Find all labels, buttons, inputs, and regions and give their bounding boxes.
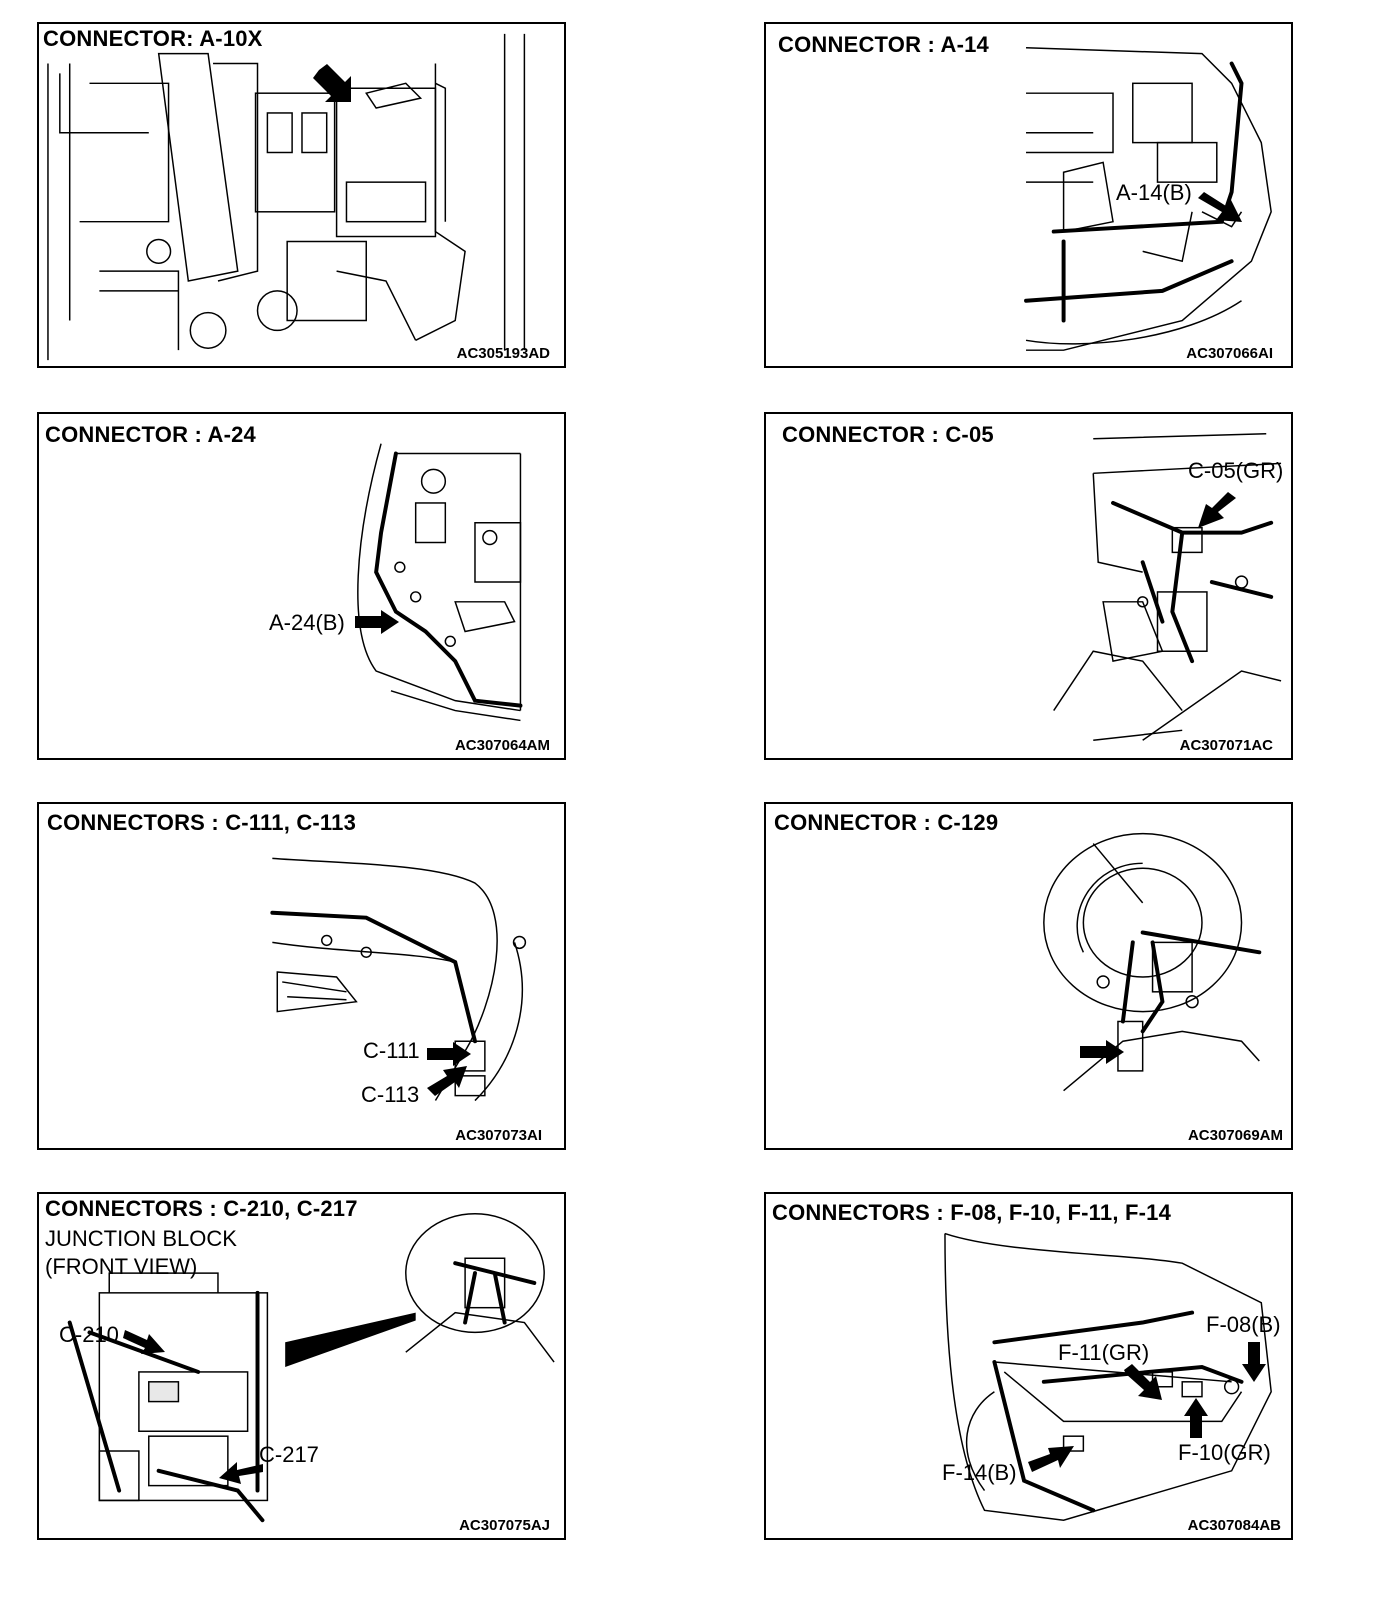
arrow-icon — [427, 1066, 467, 1098]
arrow-icon — [313, 64, 357, 104]
panel-title: CONNECTORS : C-210, C-217 — [45, 1196, 358, 1221]
callout-f-08b: F-08(B) — [1206, 1312, 1281, 1337]
figure-code: AC307075AJ — [459, 1517, 550, 1534]
callout-c-111: C-111 — [363, 1038, 420, 1063]
arrow-icon — [219, 1458, 263, 1484]
panel-c-111-c-113: CONNECTORS : C-111, C-113 C-111 C-113 AC… — [37, 802, 566, 1150]
figure-code: AC305193AD — [456, 345, 550, 362]
callout-c-217: C-217 — [259, 1442, 319, 1467]
panel-title: CONNECTORS : C-111, C-113 — [47, 810, 357, 835]
arrow-icon — [123, 1326, 165, 1356]
steering-column-harness-drawing — [1043, 832, 1262, 1092]
trunk-lid-harness-drawing — [944, 1232, 1272, 1521]
arrow-icon — [1198, 492, 1236, 528]
engine-bay-fuse-box-drawing — [47, 33, 526, 361]
figure-code: AC307071AC — [1179, 737, 1273, 754]
panel-title: CONNECTORS : F-08, F-10, F-11, F-14 — [772, 1200, 1172, 1225]
figure-code: AC307066AI — [1186, 345, 1273, 362]
panel-title: CONNECTOR : C-129 — [774, 810, 999, 835]
panel-subtitle-line-2: (FRONT VIEW) — [45, 1254, 198, 1279]
instrument-panel-harness-drawing — [270, 857, 527, 1102]
engine-bay-harness-drawing — [357, 443, 523, 722]
junction-block-front-view-drawing — [67, 1213, 555, 1523]
arrow-icon — [1080, 1040, 1124, 1064]
arrow-icon — [1198, 192, 1242, 224]
center-console-harness-drawing — [1053, 433, 1282, 741]
panel-f-08-f-10-f-11-f-14: CONNECTORS : F-08, F-10, F-11, F-14 F-08… — [764, 1192, 1293, 1540]
figure-code: AC307084AB — [1187, 1517, 1281, 1534]
callout-a-14b: A-14(B) — [1116, 180, 1192, 205]
callout-c-113: C-113 — [361, 1082, 420, 1107]
panel-title: CONNECTOR : A-14 — [778, 32, 989, 57]
arrow-icon — [1028, 1444, 1074, 1474]
panel-c-129: CONNECTOR : C-129 AC307069AM — [764, 802, 1293, 1150]
callout-f-11gr: F-11(GR) — [1058, 1340, 1150, 1365]
callout-f-14b: F-14(B) — [942, 1460, 1017, 1485]
figure-code: AC307069AM — [1187, 1127, 1283, 1144]
panel-title: CONNECTOR : C-05 — [782, 422, 994, 447]
panel-subtitle-line-1: JUNCTION BLOCK — [45, 1226, 237, 1251]
figure-code: AC307073AI — [455, 1127, 542, 1144]
arrow-icon — [1242, 1342, 1266, 1382]
panel-a-24: CONNECTOR : A-24 A-24(B) AC307064AM — [37, 412, 566, 760]
arrow-icon — [1124, 1364, 1164, 1400]
panel-c-05: CONNECTOR : C-05 C-05(GR) AC307071AC — [764, 412, 1293, 760]
panel-a-10x: CONNECTOR: A-10X AC305193AD — [37, 22, 566, 368]
callout-c-05gr: C-05(GR) — [1188, 458, 1284, 483]
callout-f-10gr: F-10(GR) — [1178, 1440, 1271, 1465]
callout-c-210: C-210 — [59, 1322, 119, 1347]
panel-c-210-c-217: CONNECTORS : C-210, C-217 JUNCTION BLOCK… — [37, 1192, 566, 1540]
arrow-icon — [1184, 1398, 1208, 1438]
panel-title: CONNECTOR : A-24 — [45, 422, 256, 447]
figure-code: AC307064AM — [454, 737, 550, 754]
arrow-icon — [427, 1042, 471, 1066]
callout-a-24b: A-24(B) — [269, 610, 345, 635]
panel-a-14: CONNECTOR : A-14 A-14(B) AC307066AI — [764, 22, 1293, 368]
engine-bay-harness-drawing — [1024, 46, 1272, 351]
arrow-icon — [355, 610, 399, 634]
panel-title: CONNECTOR: A-10X — [43, 26, 263, 51]
